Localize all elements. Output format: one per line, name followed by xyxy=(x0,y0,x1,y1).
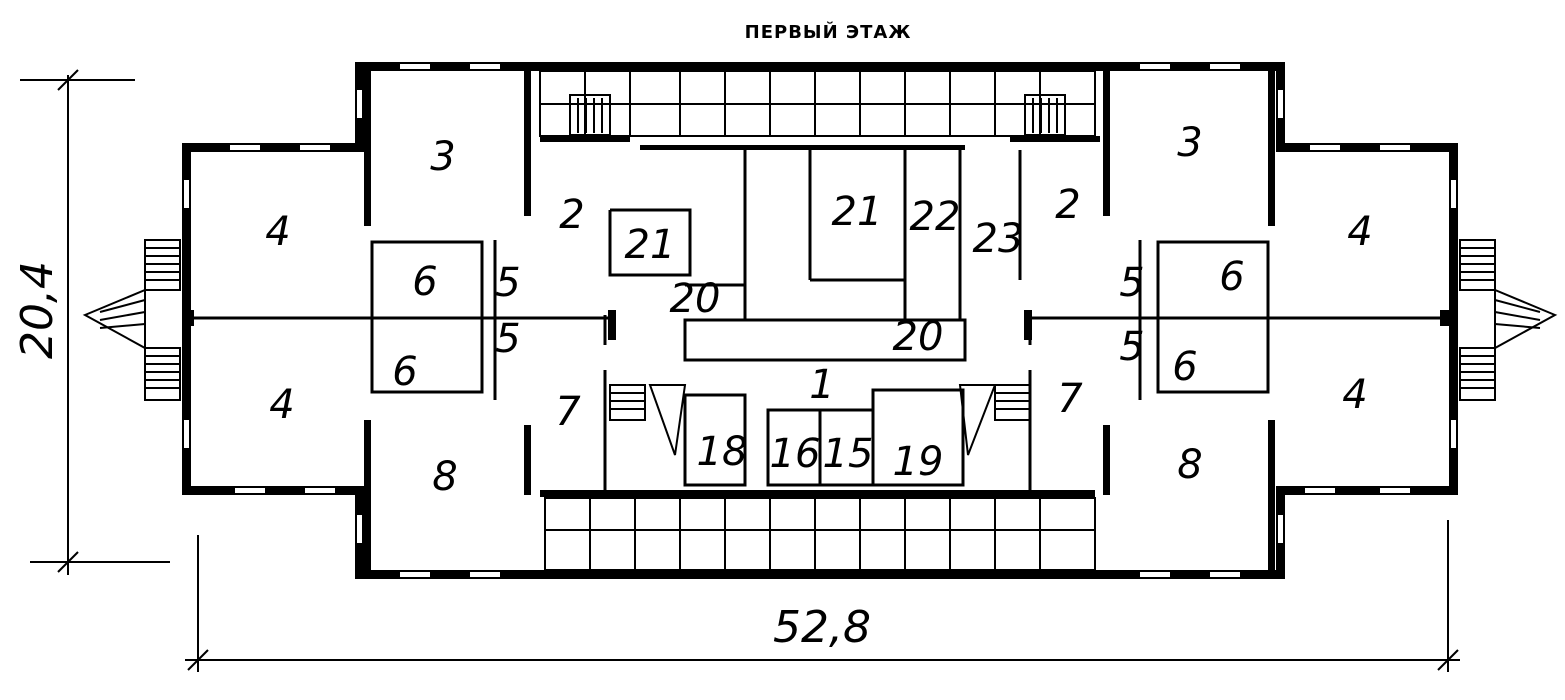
room-label: 1 xyxy=(809,362,834,408)
room-label: 4 xyxy=(1347,209,1372,255)
room-label: 18 xyxy=(697,429,748,475)
interior-stairs xyxy=(569,94,1066,456)
room-label: 7 xyxy=(555,389,581,435)
width-dimension: 52,8 xyxy=(773,602,871,653)
room-label: 8 xyxy=(1177,442,1202,488)
corridor-axis xyxy=(182,310,1452,340)
room-label: 8 xyxy=(432,454,457,500)
height-dimension: 20,4 xyxy=(12,261,63,359)
bottom-terrace-grid xyxy=(544,497,1096,571)
dimension-width xyxy=(185,520,1460,672)
room-label: 4 xyxy=(1342,372,1367,418)
room-label: 22 xyxy=(910,194,961,240)
room-label: 7 xyxy=(1057,376,1083,422)
room-label: 5 xyxy=(495,316,520,362)
room-label: 5 xyxy=(1119,260,1144,306)
room-label: 23 xyxy=(973,216,1024,262)
top-terrace-grid xyxy=(539,70,1096,137)
room-label: 6 xyxy=(412,259,437,305)
right-entrance-stairs xyxy=(1459,239,1558,401)
room-label: 2 xyxy=(1055,182,1080,228)
windows xyxy=(184,64,1456,577)
room-label: 4 xyxy=(265,209,290,255)
room-label: 6 xyxy=(1219,254,1244,300)
room-label: 21 xyxy=(832,189,883,235)
room-label: 6 xyxy=(1172,344,1197,390)
room-labels: 1 2 2 3 3 4 4 4 4 5 5 5 5 6 6 6 6 7 7 8 … xyxy=(265,120,1372,500)
room-label: 3 xyxy=(430,134,455,180)
partitions xyxy=(370,150,1270,490)
room-label: 4 xyxy=(269,382,294,428)
room-label: 21 xyxy=(625,222,676,268)
room-label: 20 xyxy=(670,276,721,322)
dimension-height xyxy=(20,69,170,575)
left-entrance-stairs xyxy=(82,239,181,401)
room-label: 2 xyxy=(559,192,584,238)
room-label: 16 xyxy=(770,431,821,477)
room-label: 5 xyxy=(495,260,520,306)
room-label: 5 xyxy=(1119,324,1144,370)
interior-walls xyxy=(364,71,1275,570)
room-label: 20 xyxy=(893,314,944,360)
floor-title: ПЕРВЫЙ ЭТАЖ xyxy=(745,21,912,43)
room-label: 19 xyxy=(893,439,944,485)
room-label: 6 xyxy=(392,349,417,395)
room-label: 15 xyxy=(823,431,874,477)
room-label: 3 xyxy=(1177,120,1202,166)
